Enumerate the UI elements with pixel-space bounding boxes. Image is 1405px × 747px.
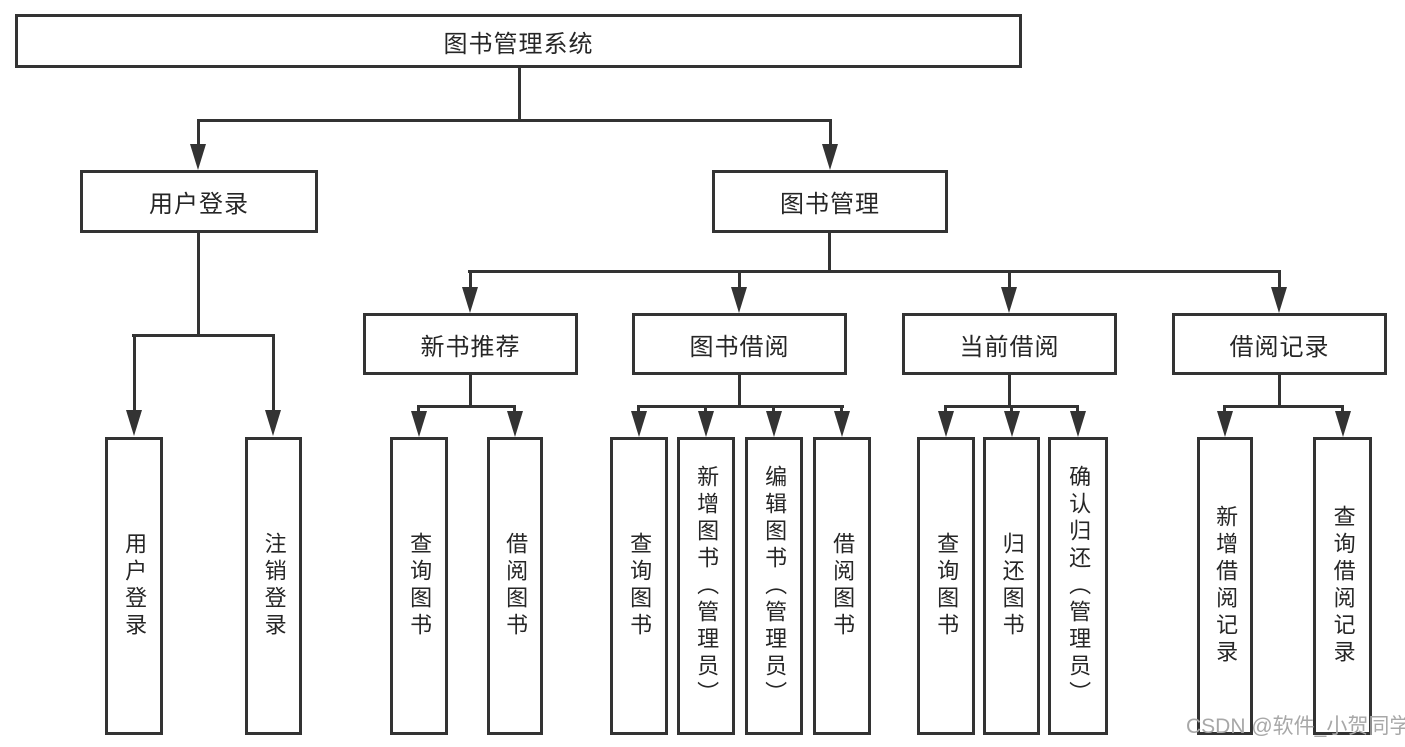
arrowhead-leaf [938, 411, 954, 437]
leaf-add-books-admin: 新增图书（管理员） [677, 437, 735, 735]
arrowhead-level3 [1271, 287, 1287, 313]
leaf-label: 确认归还（管理员） [1066, 464, 1092, 708]
connector-current-stub [1008, 374, 1011, 408]
arrowhead-book-mgmt [822, 144, 838, 170]
node-new-book-recommend: 新书推荐 [363, 313, 578, 375]
connector-user-login-shaft [197, 119, 200, 146]
leaf-user-login: 用户登录 [105, 437, 163, 735]
connector-root-stub [518, 67, 521, 121]
arrowhead-leaf [1335, 411, 1351, 437]
leaf-borrow-books: 借阅图书 [487, 437, 543, 735]
connector-leaf-shaft [840, 405, 843, 414]
connector-newbook-branch [417, 405, 516, 408]
connector-level3-shaft [738, 270, 741, 289]
arrowhead-leaf [1217, 411, 1233, 437]
leaf-query-books: 查询图书 [610, 437, 668, 735]
arrowhead-level3 [731, 287, 747, 313]
connector-level3-shaft [1278, 270, 1281, 289]
leaf-return-books: 归还图书 [983, 437, 1040, 735]
node-library-management-system: 图书管理系统 [15, 14, 1022, 68]
leaf-label: 借阅图书 [830, 532, 856, 640]
node-label: 新书推荐 [420, 333, 521, 361]
connector-leaf-shaft [417, 405, 420, 414]
connector-borrow-stub [738, 374, 741, 408]
connector-leaf-shaft [513, 405, 516, 414]
arrowhead-leaf [1070, 411, 1086, 437]
connector-leaf-shaft [133, 334, 136, 413]
arrowhead-leaf [834, 411, 850, 437]
leaf-label: 借阅图书 [503, 532, 529, 640]
arrowhead-leaf [411, 411, 427, 437]
csdn-watermark: CSDN @软件_小贺同学 [1186, 715, 1405, 738]
leaf-borrow-books: 借阅图书 [813, 437, 871, 735]
connector-leaf-shaft [704, 405, 707, 414]
arrowhead-leaf [766, 411, 782, 437]
node-label: 图书管理 [780, 191, 880, 218]
leaf-query-books: 查询图书 [917, 437, 975, 735]
leaf-edit-books-admin: 编辑图书（管理员） [745, 437, 803, 735]
connector-mgmt-stub [828, 232, 831, 272]
leaf-confirm-return-admin: 确认归还（管理员） [1048, 437, 1108, 735]
node-borrow-records: 借阅记录 [1172, 313, 1387, 375]
connector-level3-shaft [1008, 270, 1011, 289]
node-book-management: 图书管理 [712, 170, 948, 233]
arrowhead-leaf [1004, 411, 1020, 437]
leaf-label: 注销登录 [261, 532, 287, 640]
leaf-label: 用户登录 [122, 532, 148, 640]
connector-leaf-shaft [272, 334, 275, 413]
arrowhead-leaf [507, 411, 523, 437]
node-user-login: 用户登录 [80, 170, 318, 233]
connector-leaf-shaft [1223, 405, 1226, 414]
leaf-label: 归还图书 [999, 532, 1025, 640]
connector-leaf-shaft [1341, 405, 1344, 414]
connector-level2-branch [197, 119, 832, 122]
leaf-label: 编辑图书（管理员） [762, 464, 788, 708]
leaf-label: 查询图书 [627, 532, 653, 640]
arrowhead-leaf [265, 410, 281, 436]
connector-book-mgmt-shaft [829, 119, 832, 146]
leaf-label: 新增图书（管理员） [694, 464, 720, 708]
leaf-label: 查询图书 [934, 532, 960, 640]
node-label: 图书借阅 [689, 333, 790, 361]
arrowhead-leaf [698, 411, 714, 437]
connector-newbook-stub [469, 374, 472, 408]
connector-user-branch [132, 334, 274, 337]
leaf-query-books: 查询图书 [390, 437, 448, 735]
arrowhead-level3 [1001, 287, 1017, 313]
connector-borrow-branch [637, 405, 844, 408]
arrowhead-leaf [126, 410, 142, 436]
connector-records-branch [1223, 405, 1344, 408]
connector-leaf-shaft [772, 405, 775, 414]
connector-leaf-shaft [1076, 405, 1079, 414]
node-label: 借阅记录 [1229, 333, 1330, 361]
node-label: 图书管理系统 [443, 30, 594, 58]
leaf-label: 查询借阅记录 [1330, 505, 1356, 667]
connector-leaf-shaft [944, 405, 947, 414]
node-current-borrow: 当前借阅 [902, 313, 1117, 375]
arrowhead-level3 [462, 287, 478, 313]
connector-leaf-shaft [1010, 405, 1013, 414]
leaf-add-borrow-record: 新增借阅记录 [1197, 437, 1253, 735]
connector-level3-branch [468, 270, 1281, 273]
connector-leaf-shaft [637, 405, 640, 414]
arrowhead-leaf [631, 411, 647, 437]
arrowhead-user-login [190, 144, 206, 170]
leaf-label: 查询图书 [407, 532, 433, 640]
connector-user-stub [197, 232, 200, 336]
connector-level3-shaft [469, 270, 472, 289]
node-book-borrow: 图书借阅 [632, 313, 847, 375]
node-label: 用户登录 [149, 191, 249, 218]
leaf-label: 新增借阅记录 [1213, 505, 1239, 667]
connector-records-stub [1278, 374, 1281, 408]
leaf-logout: 注销登录 [245, 437, 302, 735]
node-label: 当前借阅 [959, 333, 1060, 361]
leaf-query-borrow-record: 查询借阅记录 [1313, 437, 1372, 735]
